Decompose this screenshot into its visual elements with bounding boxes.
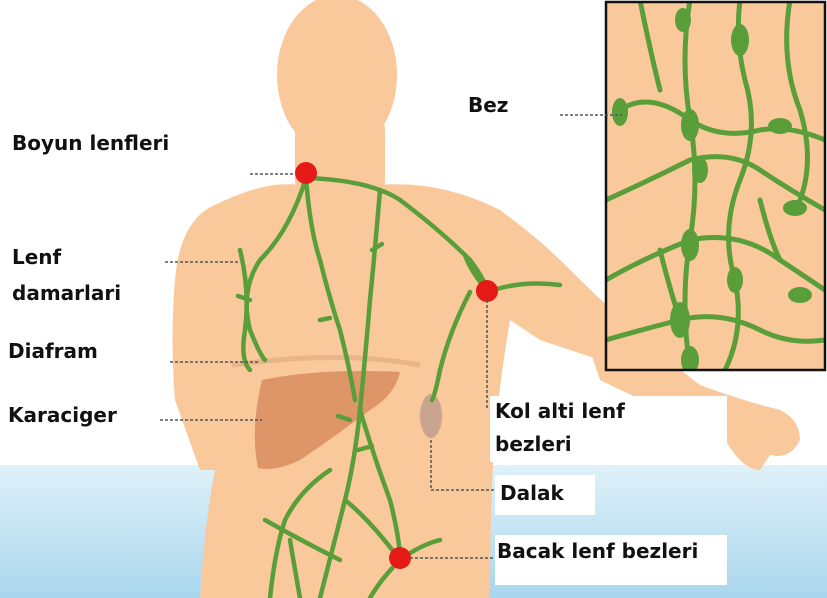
label-dalak: Dalak xyxy=(500,480,564,507)
label-karaciger: Karaciger xyxy=(8,402,117,429)
label-bez: Bez xyxy=(468,92,508,119)
label-lenf-line1: Lenf xyxy=(12,244,61,271)
label-bacak-lenf-bezleri: Bacak lenf bezleri xyxy=(497,538,698,565)
neck-node xyxy=(295,162,317,184)
label-kolalti-line1: Kol alti lenf xyxy=(495,398,625,425)
armpit-node xyxy=(476,280,498,302)
label-boyun-lenfleri: Boyun lenfleri xyxy=(12,130,169,157)
label-diafram: Diafram xyxy=(8,338,98,365)
groin-node xyxy=(389,547,411,569)
label-lenf-line2: damarlari xyxy=(12,280,121,307)
inset-zoom-panel xyxy=(606,0,825,374)
label-kolalti-line2: bezleri xyxy=(495,431,572,458)
